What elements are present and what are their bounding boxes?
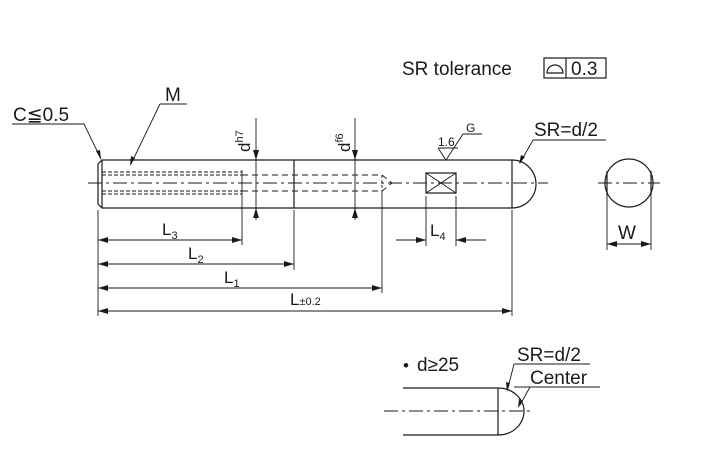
dia-h7-label: dh7 [234,130,254,152]
dia-f6-label: df6 [334,133,354,152]
sr-end-callout: SR=d/2 [519,120,606,164]
chamfer-callout: C≦0.5 [12,105,102,160]
sr-tolerance-label: SR tolerance [402,59,512,80]
l3-label: L3 [162,220,178,242]
l1-label: L1 [224,268,240,290]
thread-callout: M [130,85,187,166]
condition-label: d≥25 [417,355,459,376]
sr-detail-label: SR=d/2 [517,345,581,366]
tolerance-frame [543,57,607,79]
profile-of-surface-icon [546,64,564,74]
l2-label: L2 [188,244,204,266]
pin-body [88,159,548,209]
sr-end-label: SR=d/2 [534,120,598,141]
flat-symbol [425,172,457,194]
chamfer-label: C≦0.5 [13,105,69,126]
roughness-value: 1.6 [438,135,455,149]
l4-label: L4 [430,221,446,243]
thread-label: M [165,85,181,106]
length-dimensions: L3 L2 L1 L±0.2 L4 [97,191,513,316]
detail-large-diameter: • d≥25 SR=d/2 Center [384,345,600,436]
roughness-grade: G [466,121,475,135]
center-label: Center [530,368,588,389]
width-label: W [618,223,636,244]
tolerance-value: 0.3 [571,59,597,80]
bullet: • [403,356,409,375]
l-total-label: L±0.2 [290,290,321,309]
sr-tolerance-note: SR tolerance 0.3 [402,57,607,80]
dia-h7-dimension: dh7 [234,118,259,220]
dia-f6-dimension: df6 [334,118,358,220]
surface-roughness-symbol: 1.6 G [437,121,482,161]
end-view: W [598,158,660,250]
